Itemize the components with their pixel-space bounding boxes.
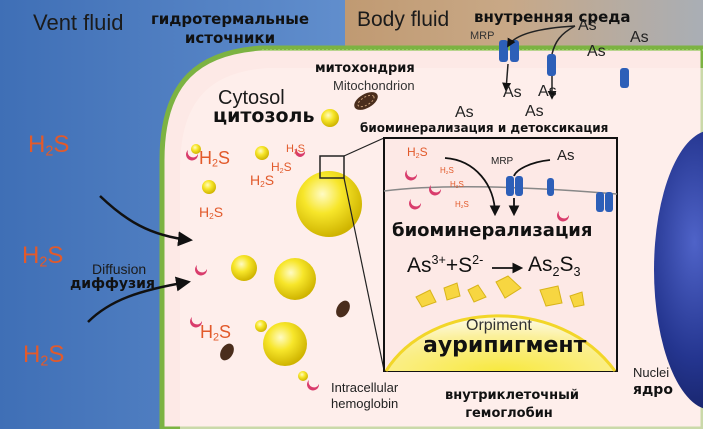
inset-mrp-label: MRP [491, 156, 514, 167]
zoom-line-bottom [343, 177, 385, 371]
hemoglobin-label-ru: внутриклеточный гемоглобин [445, 388, 580, 421]
h2s-inset-1: H2S [407, 145, 428, 160]
h2s-outside-3: H2S [23, 341, 65, 370]
arsenic-label-5: As [538, 83, 557, 100]
inset-as-label: As [557, 147, 575, 164]
cytosol-label-ru: цитозоль [213, 105, 315, 127]
arsenic-label-1: As [578, 17, 597, 34]
h2s-outside-2: H2S [22, 242, 64, 271]
h2s-cytosol-4: H2S [286, 143, 305, 156]
biomineralization-detox-label: биоминерализация и детоксикация [360, 121, 609, 135]
orpiment-label-ru: аурипигмент [423, 333, 587, 358]
arsenic-label-3: As [630, 29, 649, 46]
hemoglobin-label-en: Intracellular hemoglobin [331, 380, 399, 412]
arsenic-label-6: As [455, 104, 474, 121]
h2s-cytosol-2: H2S [250, 172, 275, 190]
mitochondrion-label-ru: митохондрия [315, 61, 415, 76]
nuclei-label-ru: ядро [633, 382, 673, 398]
body-fluid-label-ru: внутренняя среда [474, 8, 631, 26]
h2s-outside-1: H2S [28, 131, 70, 160]
h2s-cytosol-1: H2S [199, 148, 231, 170]
h2s-inset-2: H2S [440, 166, 454, 177]
nucleus [654, 131, 703, 409]
arsenic-label-4: As [503, 84, 522, 101]
h2s-cytosol-6: H2S [200, 322, 232, 344]
reaction-product: As2S3 [528, 253, 581, 280]
zoom-source-box [319, 155, 345, 179]
mitochondrion-label-en: Mitochondrion [333, 78, 415, 93]
nuclei-label-en: Nuclei [633, 365, 670, 380]
hemoglobin-markers [186, 148, 320, 391]
diffusion-label-ru: диффузия [70, 276, 155, 292]
body-fluid-label-en: Body fluid [357, 8, 450, 31]
mitochondria [220, 92, 378, 361]
h2s-inset-3: H2S [450, 180, 464, 191]
orpiment-label-en: Orpiment [466, 317, 532, 334]
arsenic-label-2: As [587, 43, 606, 60]
cytosol-label-en: Cytosol [218, 87, 285, 109]
zoom-line-top [343, 137, 385, 157]
diffusion-label-en: Diffusion [92, 261, 147, 277]
inset-biomineralization-title: биоминерализация [392, 220, 593, 241]
mrp-label: MRP [470, 30, 495, 42]
reaction-equation: As3++S2- [407, 253, 484, 277]
body-fluid-region [345, 0, 703, 48]
as-transport-arrows [502, 25, 576, 100]
h2s-inset-4: H2S [455, 200, 469, 211]
h2s-cytosol-3: H2S [271, 160, 292, 175]
vent-fluid-label-en: Vent fluid [33, 10, 124, 35]
diffusion-arrows [87, 195, 193, 323]
h2s-cytosol-5: H2S [199, 204, 224, 222]
arsenic-label-7: As [525, 103, 544, 120]
inset-panel [383, 137, 618, 372]
vent-fluid-label-ru: гидротермальные источники [150, 10, 310, 47]
